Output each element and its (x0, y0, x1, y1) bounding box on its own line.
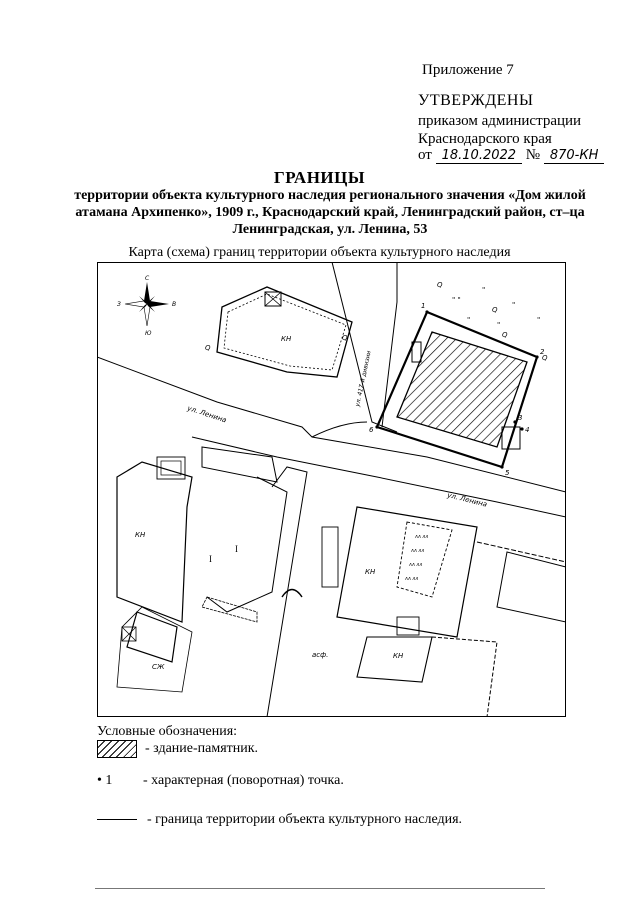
map-label-asphalt: асф. (312, 651, 328, 659)
boundary-point (500, 465, 504, 469)
legend-item-monument: - здание-памятник. (97, 740, 258, 758)
point-symbol-icon: • 1 (97, 773, 113, 788)
compass-east: В (172, 301, 176, 308)
svg-text:Q: Q (492, 306, 498, 314)
building-kn-top (216, 286, 353, 378)
from-prefix: от (418, 147, 432, 163)
compass-north: С (145, 275, 150, 282)
svg-text:Q: Q (542, 354, 548, 362)
hatch-swatch-icon (97, 740, 137, 758)
svg-text:ʌʌ ʌʌ: ʌʌ ʌʌ (404, 576, 418, 582)
map-roman-1: I (209, 554, 212, 564)
street-17-edge-left (331, 262, 398, 433)
approved-heading: УТВЕРЖДЕНЫ (418, 92, 534, 109)
map-label-kn-bottom: КН (393, 652, 404, 660)
boundary-point (520, 427, 524, 431)
approval-line-3: Краснодарского края (418, 131, 552, 147)
svg-text:": " (537, 316, 540, 324)
map-caption: Карта (схема) границ территории объекта … (128, 245, 511, 260)
map-label-kn-top: КН (281, 335, 292, 343)
compass-south: Ю (145, 330, 152, 337)
building-kn-center (336, 506, 478, 638)
svg-text:Q: Q (437, 281, 443, 289)
approval-date: 18.10.2022 (435, 148, 523, 164)
monument-annex (501, 426, 521, 450)
document-subtitle: территории объекта культурного наследия … (74, 188, 586, 237)
approval-line-2: приказом администрации (418, 113, 582, 129)
building-kn-top-inner (223, 293, 347, 371)
map-label-kn-center: КН (365, 568, 376, 576)
boundary-map: КН 1 2 3 4 5 6 " """ """ QQQ QQQ ул. Лен… (97, 262, 566, 717)
point-label: 1 (421, 302, 425, 310)
legend-line-label: - граница территории объекта культурного… (147, 812, 463, 827)
svg-text:Q: Q (342, 334, 348, 342)
svg-text:": " (482, 286, 485, 294)
street-corner (311, 421, 368, 438)
svg-text:ʌʌ ʌʌ: ʌʌ ʌʌ (410, 548, 424, 554)
svg-text:ʌʌ ʌʌ: ʌʌ ʌʌ (408, 562, 422, 568)
street-edge-upper (97, 356, 566, 493)
boundary-point (425, 310, 429, 314)
monument-building (396, 331, 528, 448)
point-label: 5 (505, 469, 510, 477)
legend-point-label: - характерная (поворотная) точка. (143, 773, 344, 788)
compass-west: З (117, 301, 121, 308)
boundary-point (513, 420, 517, 424)
legend-title: Условные обозначения: (97, 724, 238, 739)
approval-date-line: от 18.10.2022 № 870-КН (418, 147, 605, 164)
boundary-line-icon (97, 819, 137, 821)
street-17-edge-right (381, 262, 398, 428)
legend-item-point: • 1 - характерная (поворотная) точка. (97, 773, 344, 789)
legend-hatch-label: - здание-памятник. (145, 741, 259, 757)
appendix-label: Приложение 7 (422, 62, 514, 78)
svg-text:": " (497, 321, 500, 329)
building-kn-bottom (356, 636, 433, 683)
point-label: 6 (369, 426, 374, 434)
svg-text:ʌʌ ʌʌ: ʌʌ ʌʌ (414, 534, 428, 540)
boundary-points: 1 2 3 4 5 6 (369, 302, 545, 477)
point-label: 4 (525, 426, 529, 434)
point-label: 3 (518, 414, 522, 422)
svg-text:": " (467, 316, 470, 324)
monument-porch (411, 341, 422, 363)
map-label-sj: СЖ (152, 663, 165, 671)
boundary-point (535, 355, 539, 359)
map-roman-1b: I (235, 544, 238, 554)
footer-divider (95, 888, 545, 889)
boundary-point (375, 425, 379, 429)
svg-text:" ": " " (452, 296, 461, 304)
point-label: 2 (540, 348, 545, 356)
legend-item-boundary: - граница территории объекта культурного… (97, 812, 462, 828)
building-kn-left (116, 461, 193, 623)
building-kn-top-porch (264, 291, 282, 307)
svg-text:Q: Q (205, 344, 211, 352)
street-edge-lower (191, 436, 566, 518)
document-title: ГРАНИЦЫ (273, 168, 366, 187)
svg-text:": " (512, 301, 515, 309)
compass-rose: С Ю З В (117, 275, 176, 337)
map-frame (97, 262, 566, 717)
number-prefix: № (525, 147, 541, 163)
map-label-kn-left: КН (135, 531, 146, 539)
approval-number: 870-КН (543, 148, 605, 164)
svg-text:Q: Q (502, 331, 508, 339)
